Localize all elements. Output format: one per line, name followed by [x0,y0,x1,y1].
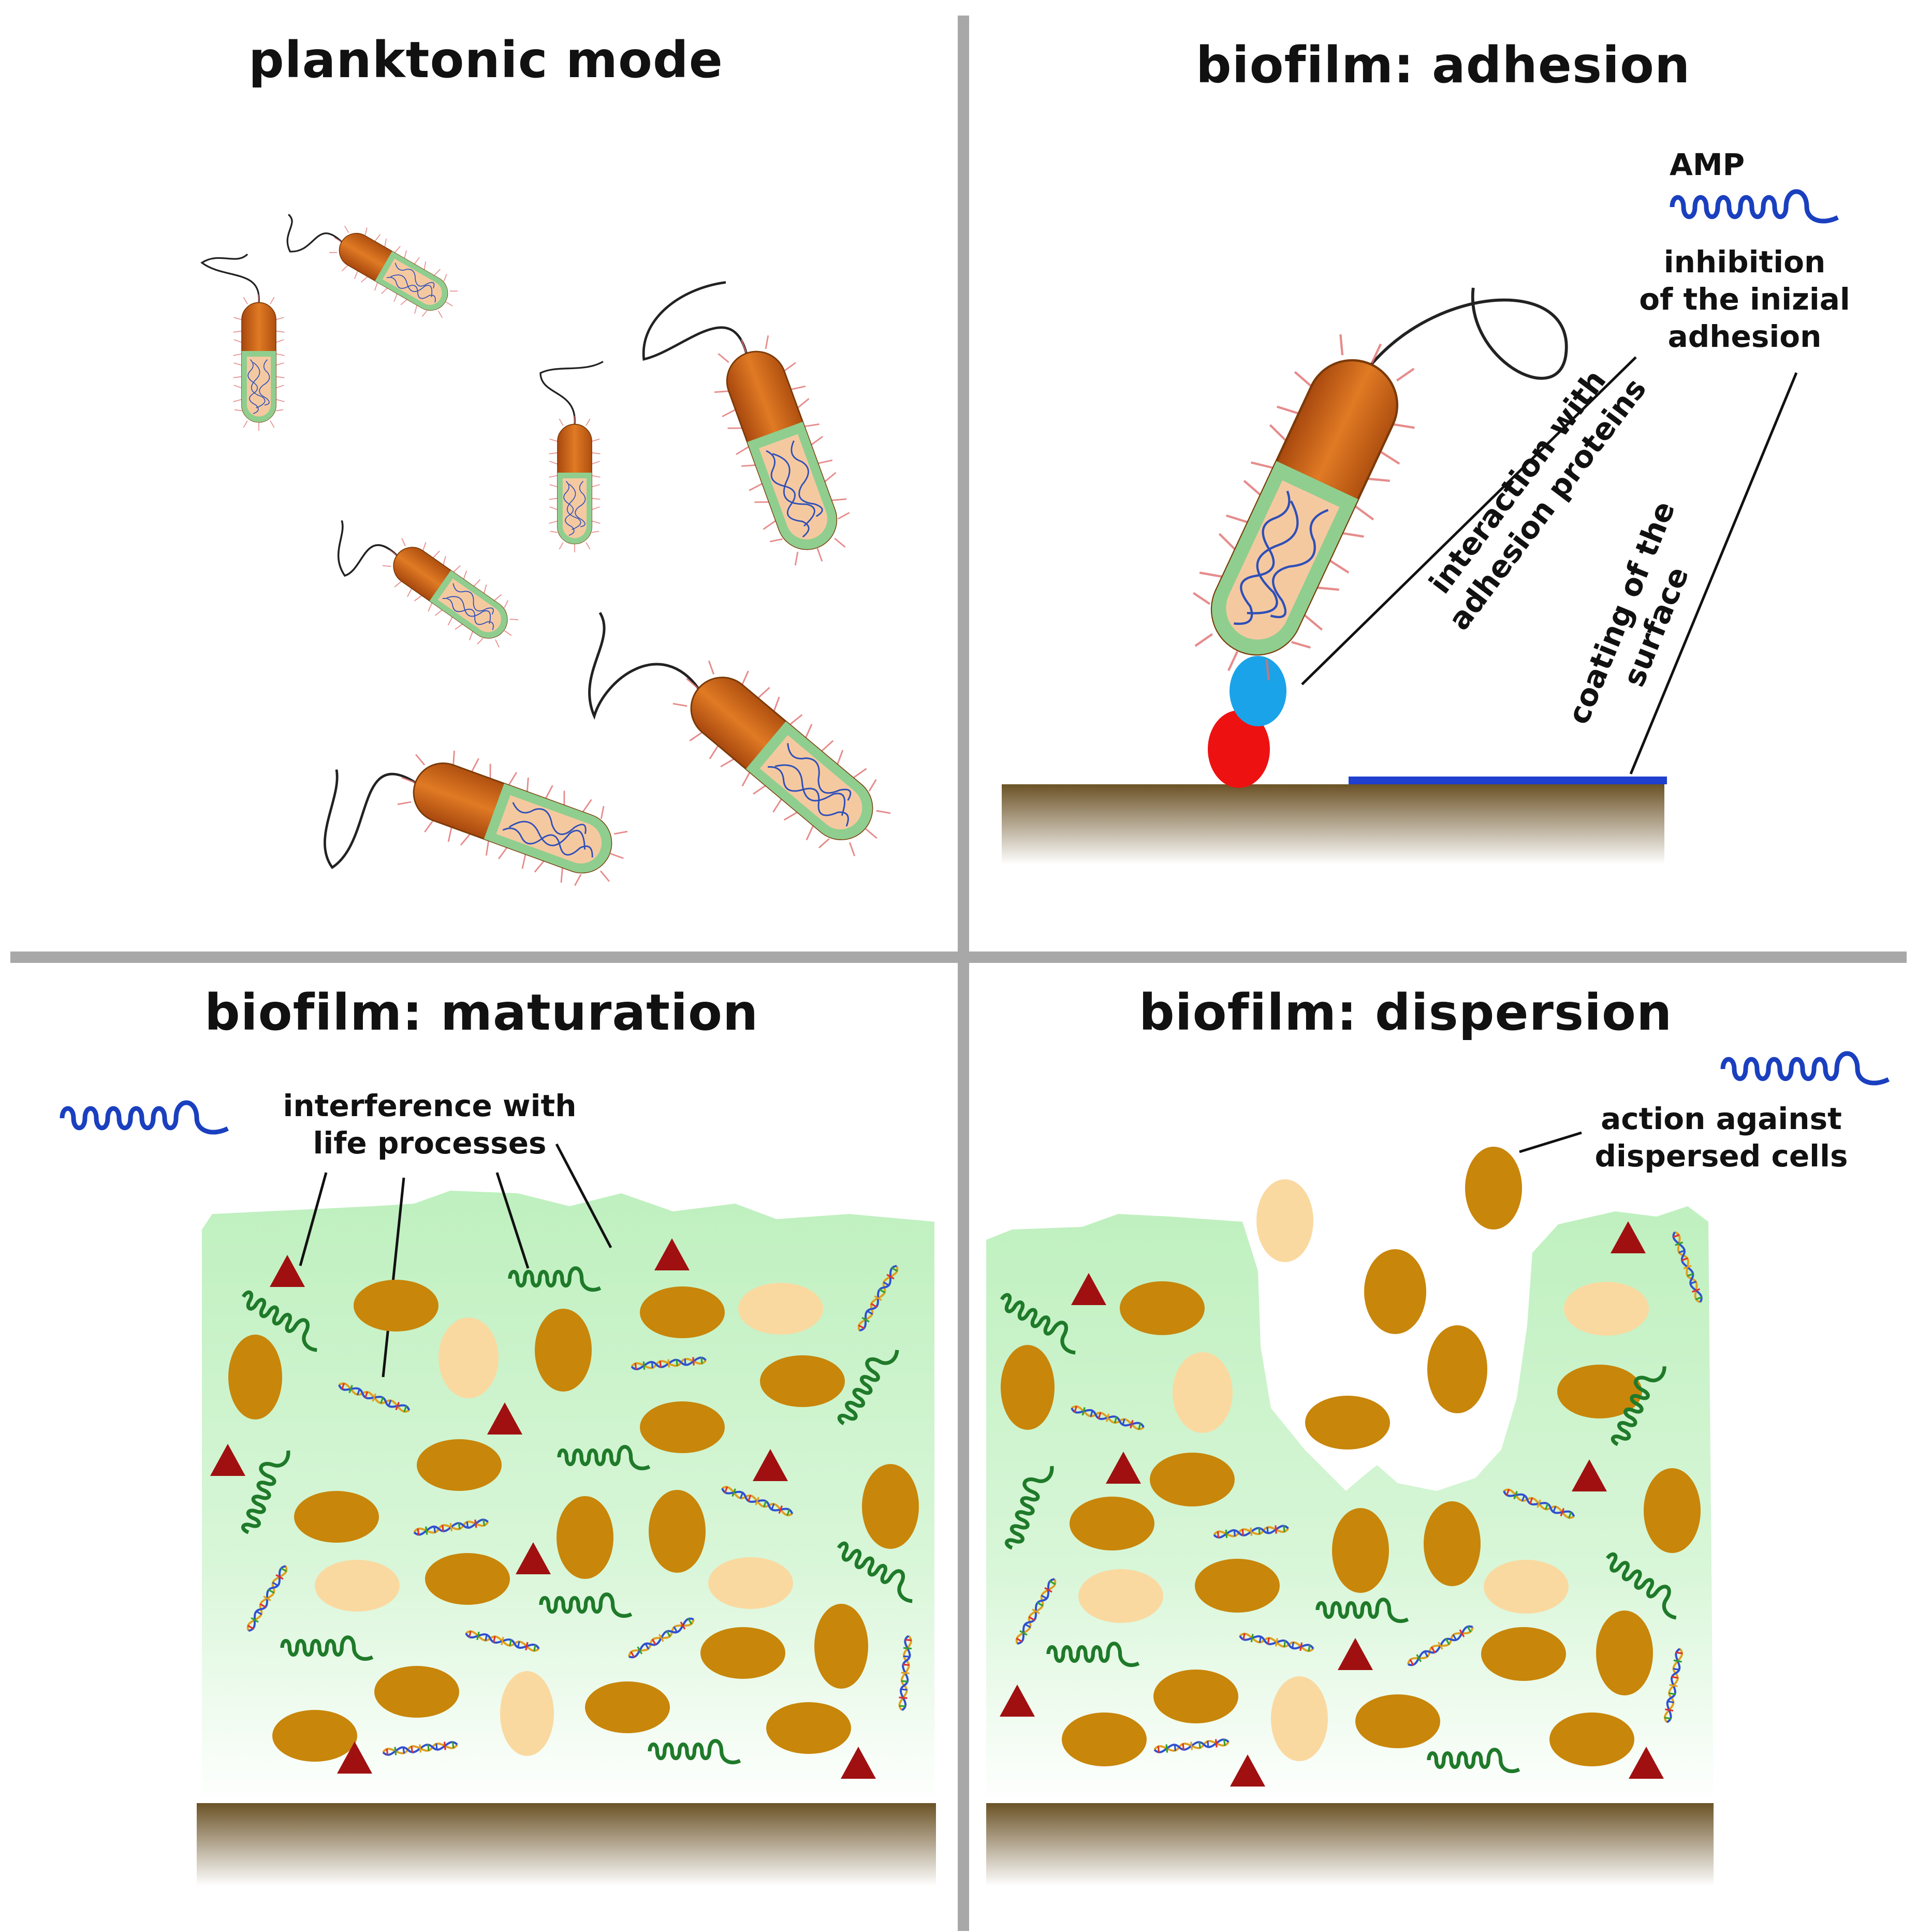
cell-icon [1070,1497,1154,1550]
amp-label: AMP [1670,147,1745,182]
cell-icon [354,1280,438,1331]
cell-icon [766,1702,851,1754]
vertical-divider [958,16,969,1931]
dispersion-surface [986,1803,1714,1886]
bacterium-icon [539,361,604,553]
cell-icon [862,1464,919,1549]
adhesin-blue [1230,656,1286,726]
bacterium-icon [337,520,528,659]
cell-icon [374,1666,459,1718]
dispersed-cells [1256,1147,1522,1450]
cell-icon [294,1491,379,1543]
cell-icon [1427,1325,1487,1413]
cell-icon [1120,1281,1205,1335]
cell-icon [557,1496,613,1579]
adhesin-red [1208,710,1270,788]
inhibition-line-3: adhesion [1667,319,1822,354]
dispersion-cells [1001,1281,1701,1766]
cell-icon [814,1604,868,1689]
cell-icon [1153,1670,1238,1723]
planktonic-bacteria [200,214,908,901]
adhesion-title: biofilm: adhesion [1196,36,1691,94]
action-label: action against dispersed cells [1571,1100,1871,1175]
inhibition-label: inhibition of the inizial adhesion [1610,243,1879,355]
cell-icon [1465,1147,1522,1230]
cell-icon [228,1335,282,1419]
amp-helix-icon [62,1103,228,1132]
cell-icon [1481,1627,1566,1681]
cell-icon [272,1710,357,1762]
bacterium-icon [588,612,908,875]
adhesion-surface [1002,784,1664,865]
bacterium-icon [1167,287,1568,744]
cell-icon [425,1553,510,1605]
cell-icon [738,1283,823,1335]
interference-pointers [299,1143,612,1378]
cell-icon [315,1560,400,1612]
cell-icon [700,1627,785,1679]
cell-icon [535,1309,592,1392]
cell-icon [1355,1694,1440,1748]
maturation-surface [197,1803,936,1886]
cell-icon [649,1490,706,1573]
action-line-2: dispersed cells [1594,1138,1848,1174]
cell-icon [1557,1365,1642,1418]
coating-pointer [1629,372,1798,774]
cell-icon [1484,1560,1569,1614]
cell-icon [1001,1345,1055,1430]
dispersion-title: biofilm: dispersion [1139,984,1673,1042]
cell-icon [760,1355,845,1407]
cell-icon [1150,1453,1235,1506]
action-pointer [1519,1131,1582,1153]
cell-icon [708,1557,793,1609]
horizontal-divider [10,952,1907,963]
cell-icon [1332,1508,1389,1593]
bacterium-icon [324,735,639,901]
cell-icon [417,1439,502,1491]
cell-icon [1549,1713,1634,1766]
cell-icon [1062,1713,1147,1766]
action-line-1: action against [1601,1101,1842,1136]
cell-icon [438,1318,499,1398]
cell-icon [640,1401,725,1453]
maturation-cells [228,1280,919,1762]
cell-icon [500,1671,554,1756]
cell-icon [1271,1676,1328,1761]
inhibition-line-1: inhibition [1663,244,1826,280]
cell-icon [1256,1179,1313,1262]
cell-icon [1173,1352,1233,1433]
interaction-pointer [1301,356,1637,685]
cell-icon [1078,1569,1163,1623]
maturation-title: biofilm: maturation [204,984,759,1042]
planktonic-title: planktonic mode [248,31,723,89]
cell-icon [1364,1249,1426,1334]
cell-icon [640,1286,725,1338]
cell-icon [1195,1559,1280,1613]
cell-icon [1644,1468,1701,1553]
interference-line-1: interference with [283,1088,577,1123]
interference-line-2: life processes [313,1125,547,1161]
cell-icon [1596,1611,1653,1695]
amp-helix-icon [1672,192,1838,221]
bacterium-icon [286,214,466,329]
cell-icon [585,1681,670,1733]
amp-helix-icon [1723,1053,1889,1083]
cell-icon [1424,1501,1481,1586]
inhibition-line-2: of the inizial [1639,282,1850,317]
bacterium-icon [642,281,865,577]
cell-icon [1564,1282,1649,1336]
interference-label: interference with life processes [217,1087,642,1162]
bacterium-icon [200,253,285,431]
surface-coating [1349,777,1667,784]
cell-icon [1305,1396,1390,1450]
